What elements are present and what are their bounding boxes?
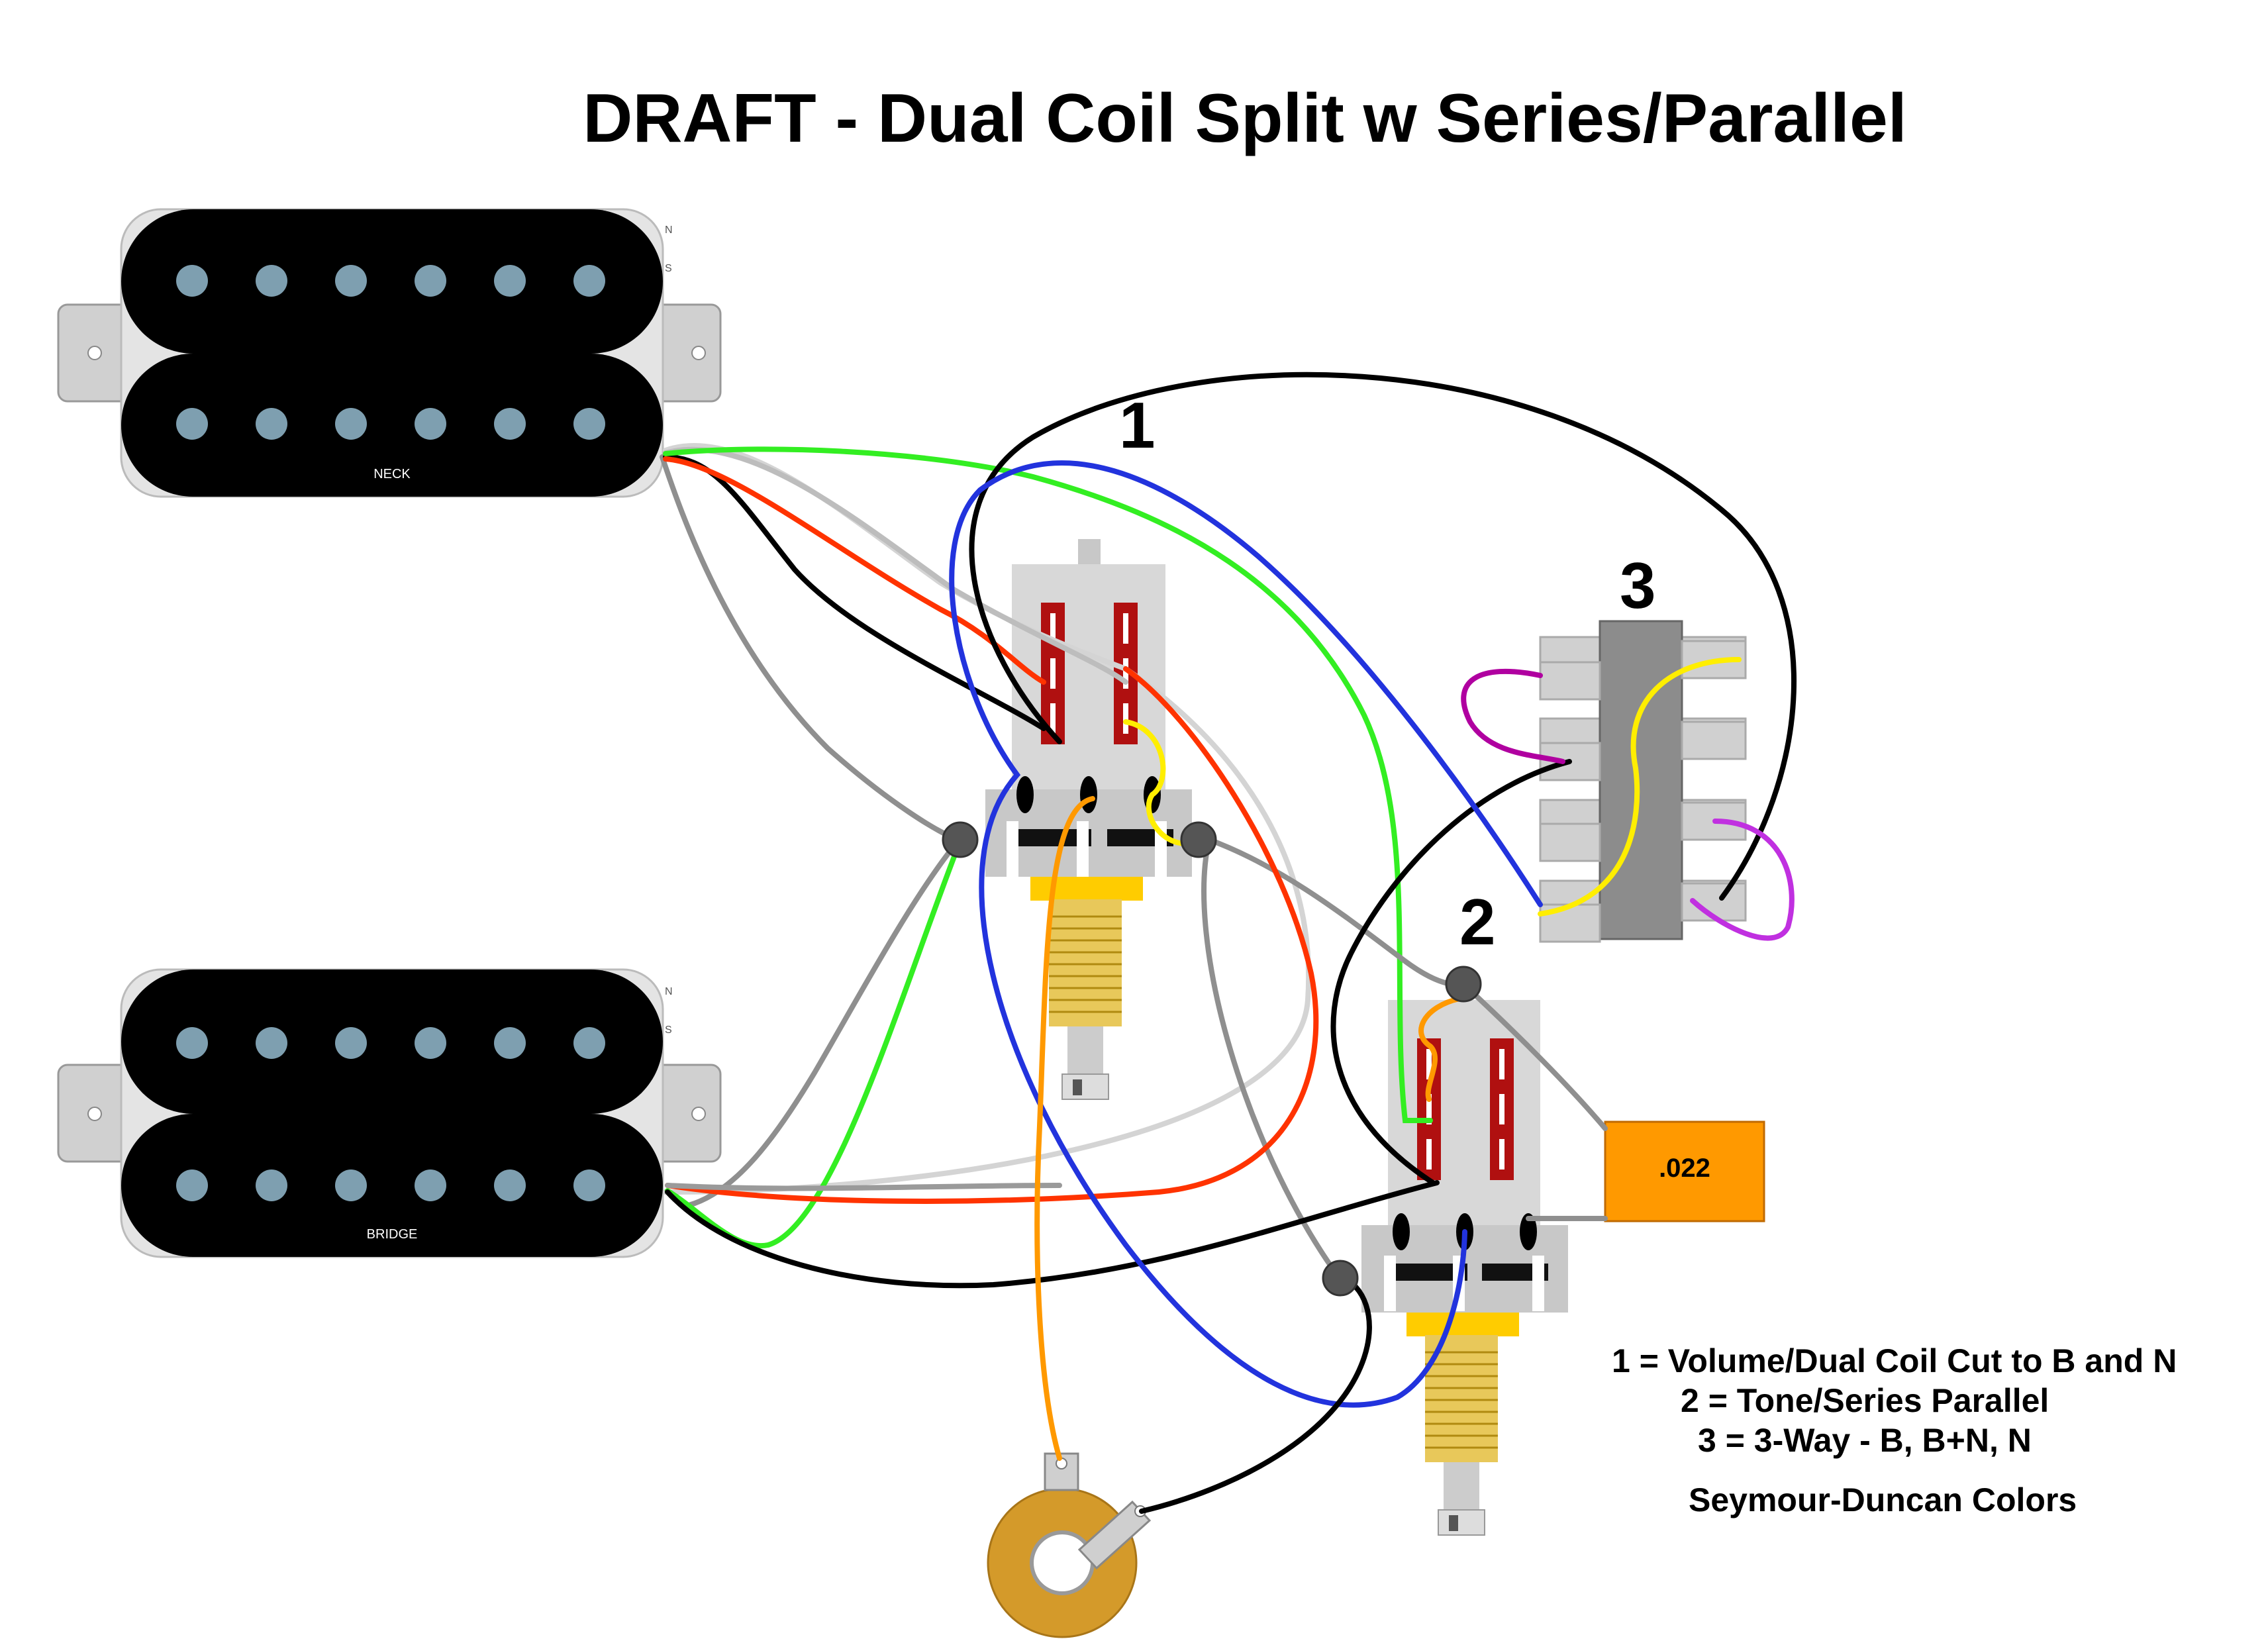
switch-number: 3 <box>1620 549 1656 622</box>
tone-pot-number: 2 <box>1459 885 1496 958</box>
neck-south-label: S <box>665 263 672 274</box>
output-jack <box>987 1452 1152 1638</box>
legend-item-1: 1 = Volume/Dual Coil Cut to B and N <box>1612 1342 2177 1379</box>
color-note: Seymour-Duncan Colors <box>1689 1481 2077 1518</box>
capacitor <box>1604 1120 1765 1222</box>
neck-pickup: NECK N S <box>57 208 722 498</box>
bridge-pickup-label: BRIDGE <box>367 1227 418 1242</box>
wires <box>660 372 1797 1514</box>
neck-pickup-label: NECK <box>373 467 411 481</box>
neck-north-label: N <box>665 224 673 236</box>
bridge-south-label: S <box>665 1024 672 1036</box>
legend-item-2: 2 = Tone/Series Parallel <box>1681 1382 2049 1419</box>
bridge-north-label: N <box>665 986 673 997</box>
volume-pot-number: 1 <box>1119 389 1156 462</box>
tone-pot <box>1361 1000 1568 1536</box>
three-way-switch <box>1539 620 1747 943</box>
legend-item-3: 3 = 3-Way - B, B+N, N <box>1698 1422 2032 1459</box>
bridge-pickup: BRIDGE N S <box>57 968 722 1258</box>
diagram-title: DRAFT - Dual Coil Split w Series/Paralle… <box>583 80 1907 157</box>
capacitor-value: .022 <box>1659 1154 1710 1183</box>
